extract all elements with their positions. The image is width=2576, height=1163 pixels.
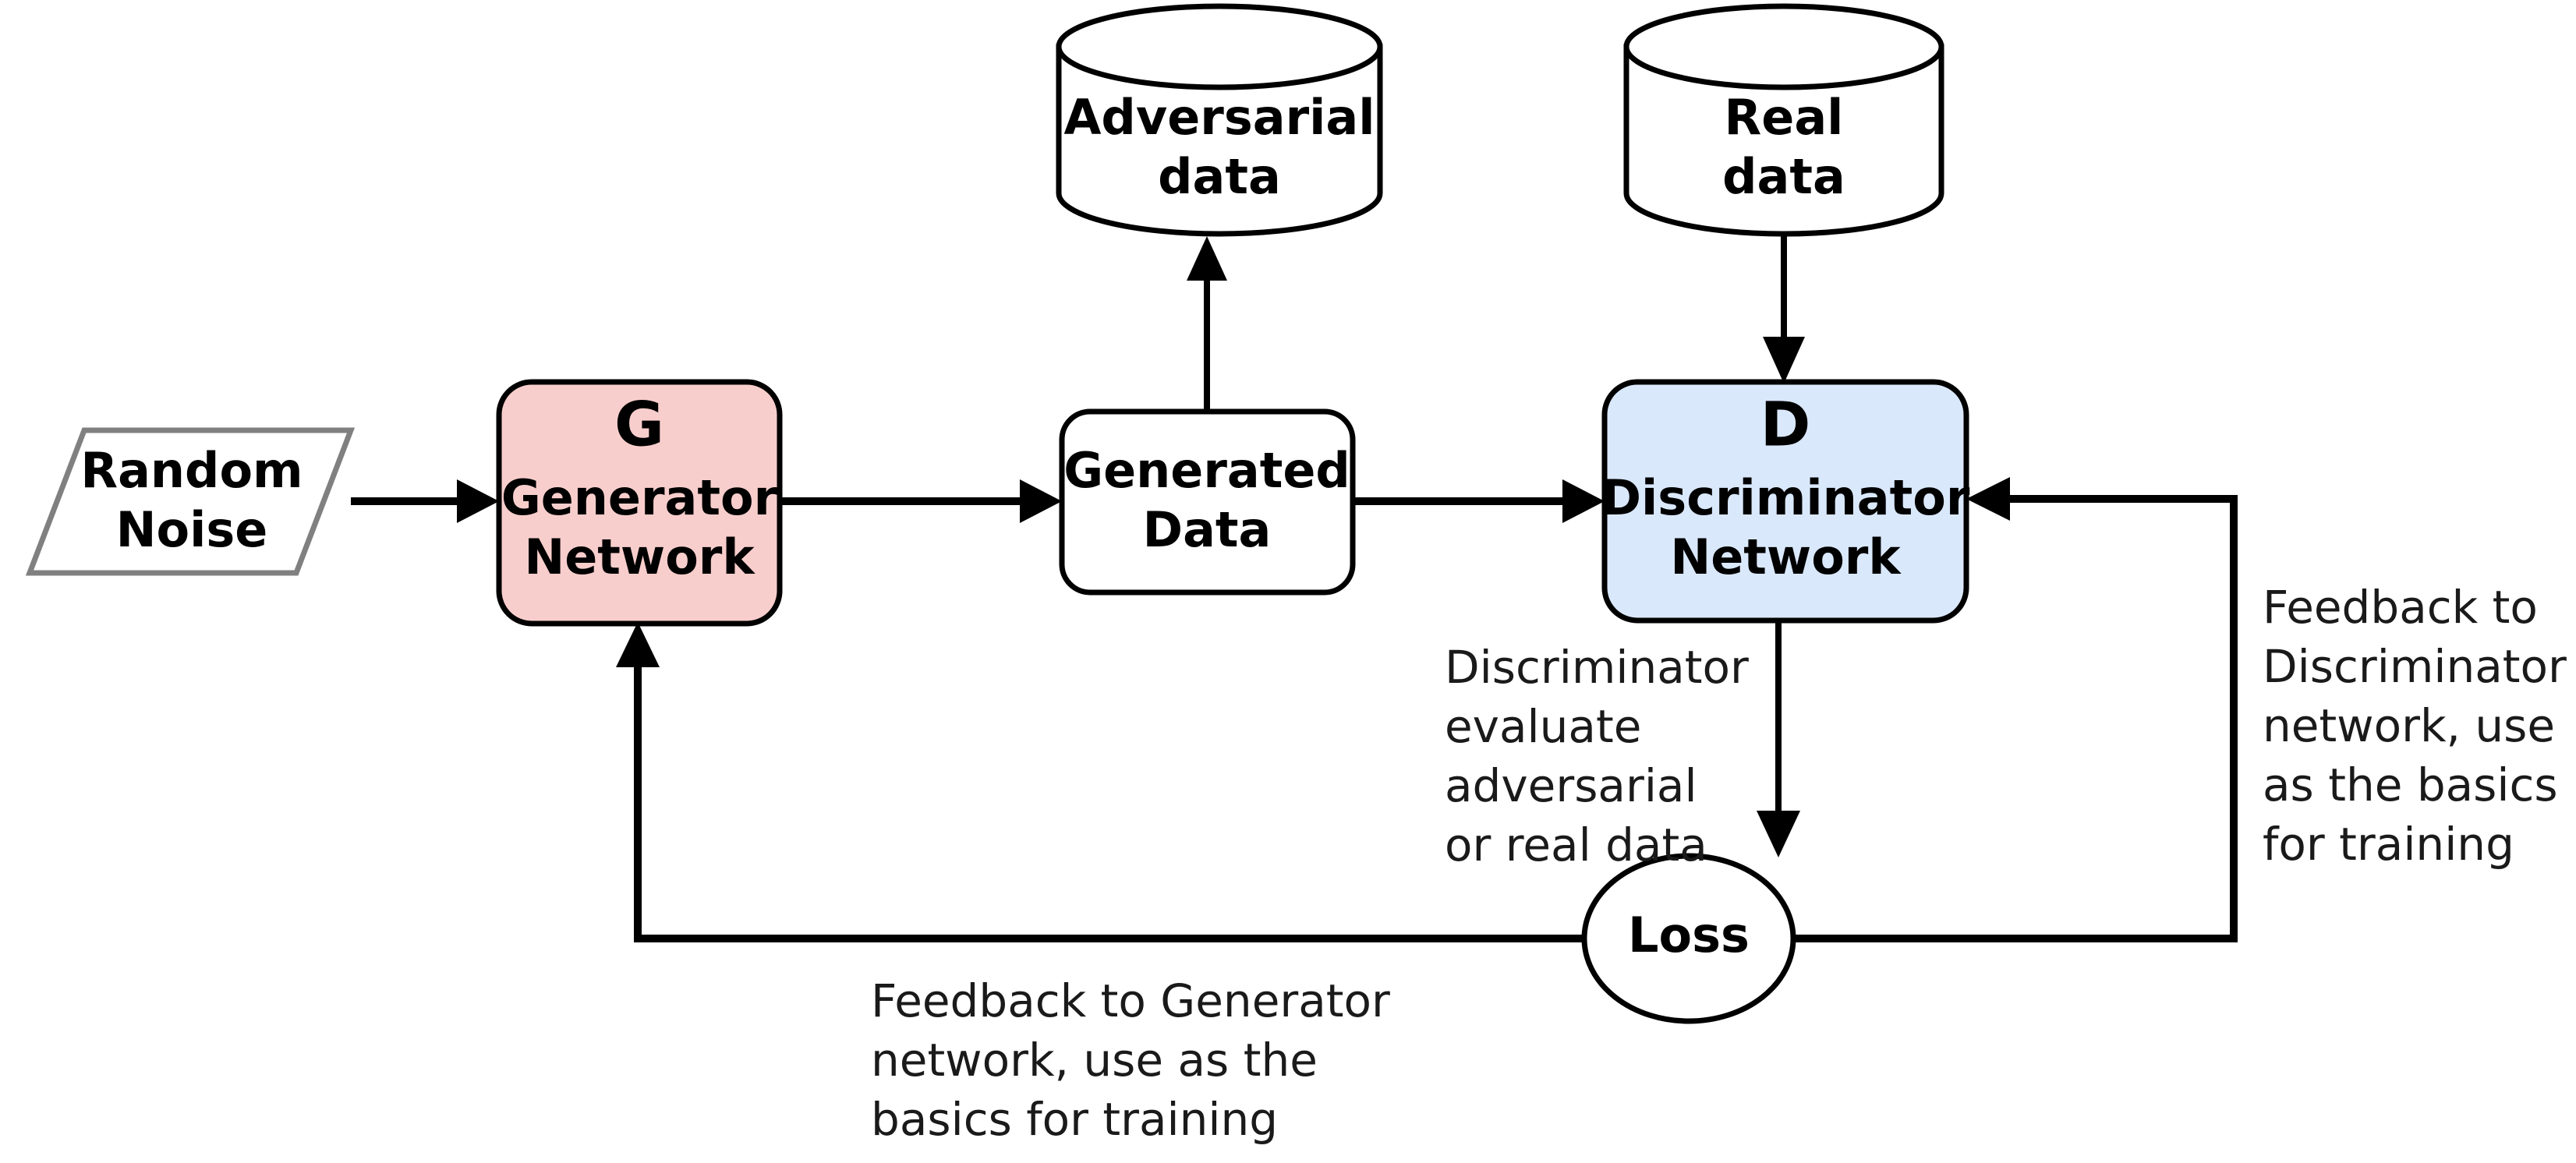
edge-generator-to-generated-data xyxy=(780,479,1062,523)
node-generated-data[interactable]: Generated Data xyxy=(1059,408,1356,596)
real-data-label-line2: data xyxy=(1722,148,1845,205)
random-noise-label-line2: Noise xyxy=(116,501,268,558)
edge-real-data-to-discriminator xyxy=(1763,221,1805,384)
generated-data-label-line1: Generated xyxy=(1063,442,1350,499)
discriminator-evaluate-line-4: or real data xyxy=(1445,818,1707,871)
loss-label: Loss xyxy=(1628,907,1750,963)
edge-noise-to-generator xyxy=(351,479,499,523)
edge-generated-data-to-discriminator xyxy=(1353,479,1605,523)
feedback-generator-line-3: basics for training xyxy=(871,1093,1278,1146)
annotation-feedback-discriminator: Feedback to Discriminator network, use a… xyxy=(2263,581,2567,871)
node-adversarial-data[interactable]: Adversarial data xyxy=(1056,3,1383,237)
generator-label-line2: Network xyxy=(524,528,755,585)
generated-data-label-line2: Data xyxy=(1143,501,1272,558)
generator-symbol: G xyxy=(614,390,664,460)
feedback-discriminator-line-4: as the basics xyxy=(2263,758,2558,811)
generator-label-line1: Generator xyxy=(501,469,778,526)
random-noise-label-line1: Random xyxy=(80,442,303,499)
feedback-discriminator-line-2: Discriminator xyxy=(2263,640,2567,693)
discriminator-evaluate-line-2: evaluate xyxy=(1445,700,1641,753)
edge-discriminator-to-loss xyxy=(1757,620,1800,857)
node-random-noise[interactable]: Random Noise xyxy=(25,427,356,576)
node-real-data[interactable]: Real data xyxy=(1623,3,1944,237)
discriminator-symbol: D xyxy=(1760,390,1811,460)
node-generator[interactable]: G Generator Network xyxy=(496,379,783,627)
feedback-generator-line-1: Feedback to Generator xyxy=(871,974,1390,1027)
annotation-feedback-generator: Feedback to Generator network, use as th… xyxy=(871,974,1390,1146)
adversarial-data-label-line2: data xyxy=(1158,148,1281,205)
node-discriminator[interactable]: D Discriminator Network xyxy=(1601,379,1970,624)
feedback-generator-line-2: network, use as the xyxy=(871,1034,1318,1087)
real-data-label-line1: Real xyxy=(1725,89,1844,146)
feedback-discriminator-line-5: for training xyxy=(2263,818,2514,871)
adversarial-data-label-line1: Adversarial xyxy=(1063,89,1375,146)
feedback-discriminator-line-1: Feedback to xyxy=(2263,581,2538,634)
node-loss[interactable]: Loss xyxy=(1581,853,1796,1024)
discriminator-label-line2: Network xyxy=(1670,528,1902,585)
discriminator-label-line1: Discriminator xyxy=(1601,469,1970,526)
annotation-discriminator-evaluate: Discriminator evaluate adversarial or re… xyxy=(1445,641,1749,871)
edge-generated-data-to-adversarial-data xyxy=(1187,236,1227,412)
discriminator-evaluate-line-3: adversarial xyxy=(1445,759,1697,812)
edge-loss-to-generator-feedback xyxy=(616,622,1584,942)
discriminator-evaluate-line-1: Discriminator xyxy=(1445,641,1749,694)
edge-loss-to-discriminator-feedback xyxy=(1793,477,2238,942)
feedback-discriminator-line-3: network, use xyxy=(2263,699,2555,752)
